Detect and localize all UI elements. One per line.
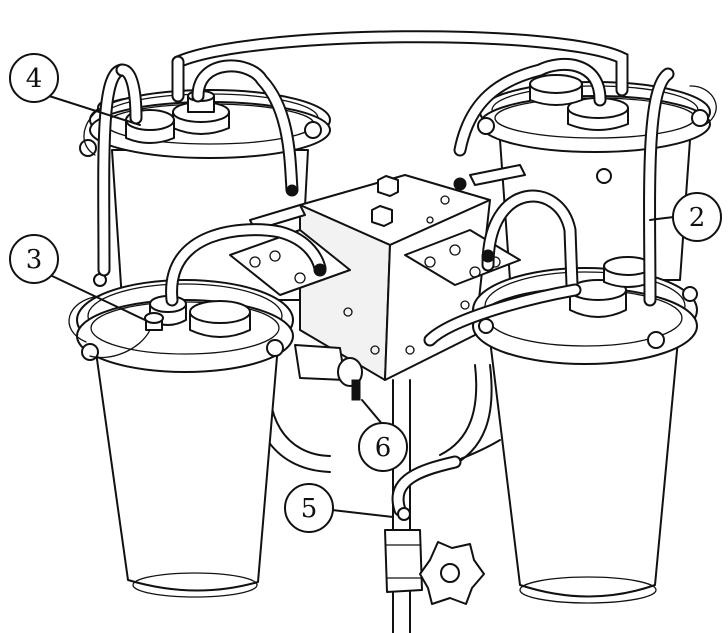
callout-5-label: 5 bbox=[301, 494, 318, 524]
callout-5: 5 bbox=[284, 483, 334, 533]
callout-2: 2 bbox=[672, 192, 722, 242]
callout-6: 6 bbox=[358, 422, 408, 472]
canister-front-right bbox=[472, 256, 698, 604]
pole-clamp bbox=[384, 529, 423, 593]
callout-2-label: 2 bbox=[689, 203, 706, 233]
connector-clips bbox=[371, 175, 399, 227]
lid-cap-small-right bbox=[529, 74, 583, 106]
callout-6-label: 6 bbox=[375, 433, 392, 463]
callout-3: 3 bbox=[9, 234, 59, 284]
callout-4-label: 4 bbox=[26, 64, 43, 94]
callout-3-label: 3 bbox=[26, 245, 43, 275]
callout-4: 4 bbox=[9, 53, 59, 103]
lid-cap-front-left-large bbox=[189, 300, 251, 338]
valve bbox=[294, 344, 363, 401]
leader-lines bbox=[45, 94, 675, 518]
star-knob bbox=[419, 541, 485, 605]
canister-front-left bbox=[68, 273, 294, 598]
lid-cap-large-right bbox=[567, 97, 629, 131]
tubing bbox=[97, 30, 675, 517]
tube-fittings bbox=[286, 177, 495, 521]
vent-port bbox=[144, 312, 164, 331]
